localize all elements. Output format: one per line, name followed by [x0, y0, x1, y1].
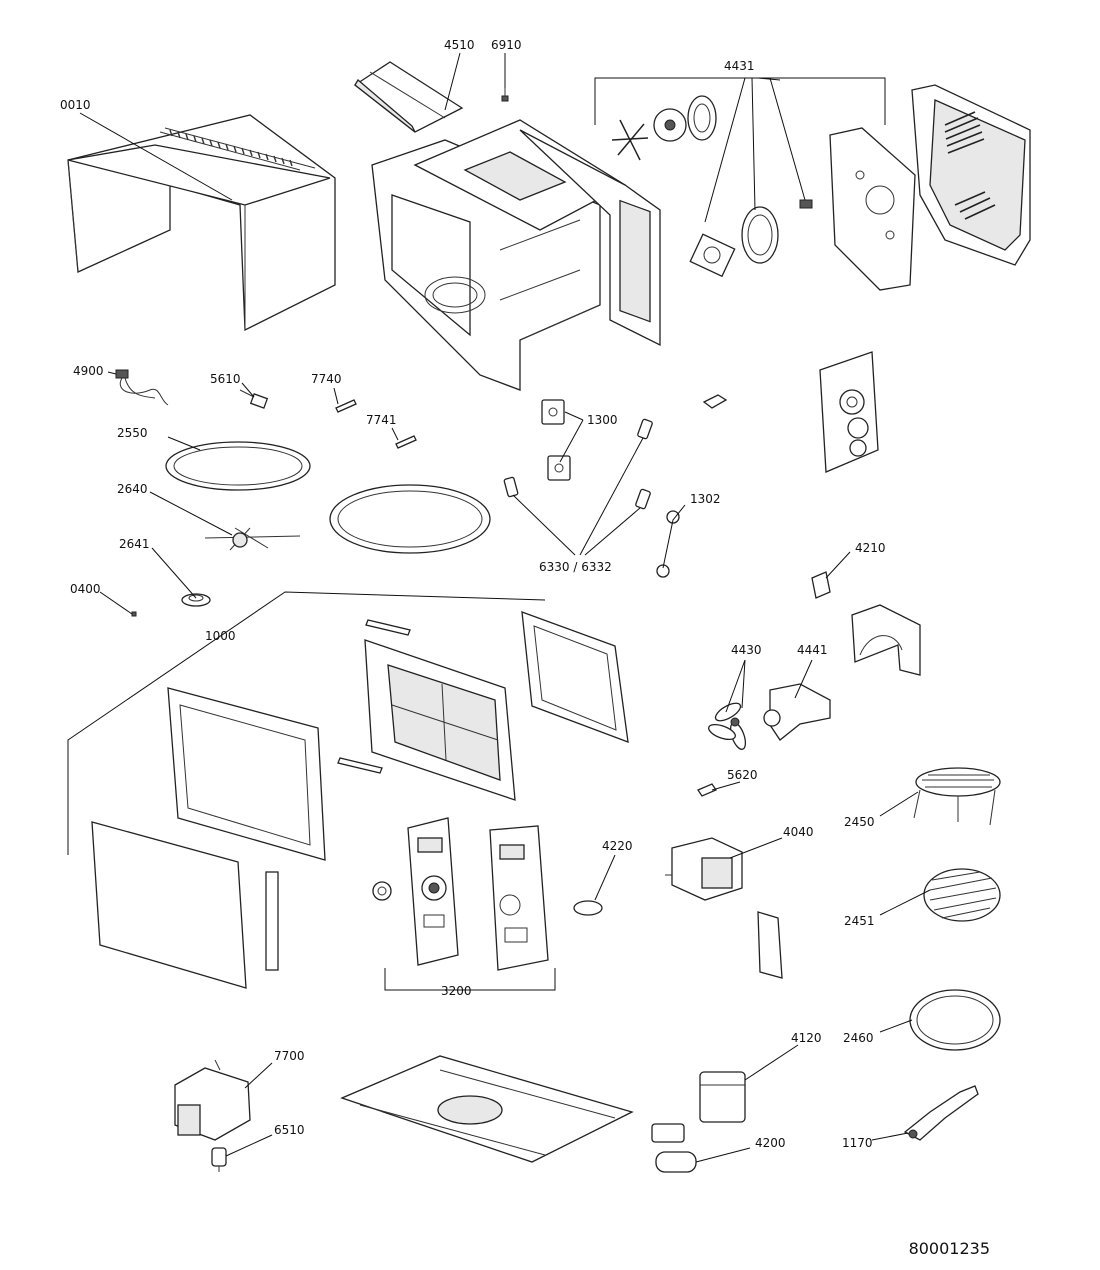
label-2640: 2640: [117, 482, 148, 496]
switch-5610-drawing: [239, 389, 269, 409]
high-rack-drawing: [913, 767, 1001, 826]
label-2450: 2450: [844, 815, 875, 829]
bracket-7740-drawing: [335, 399, 357, 413]
door-inner-frame-drawing: [521, 611, 629, 743]
label-2460: 2460: [843, 1031, 874, 1045]
coupler-drawing: [181, 593, 211, 607]
screw-6910-drawing: [501, 88, 509, 102]
clip-drawing: [702, 394, 728, 409]
air-duct-drawing: [851, 604, 921, 676]
label-1000: 1000: [205, 629, 236, 643]
label-2451: 2451: [844, 914, 875, 928]
magnetron-drawing: [819, 351, 879, 473]
heater-plate-drawing: [829, 127, 916, 291]
label-0010: 0010: [60, 98, 91, 112]
control-panel-front-drawing: [407, 817, 459, 966]
label-2641: 2641: [119, 537, 150, 551]
label-7741: 7741: [366, 413, 397, 427]
waveguide-cover-drawing: [353, 61, 464, 133]
fan-motor-drawing: [763, 683, 831, 741]
label-4430: 4430: [731, 643, 762, 657]
bracket-7741-drawing: [395, 435, 417, 449]
part-4220-drawing: [573, 900, 603, 916]
crisp-plate-drawing: [909, 989, 1001, 1051]
label-4510: 4510: [444, 38, 475, 52]
label-4200: 4200: [755, 1136, 786, 1150]
door-choke-frame-drawing: [337, 619, 516, 801]
label-2550: 2550: [117, 426, 148, 440]
shield-plate-drawing: [757, 911, 783, 979]
label-5610: 5610: [210, 372, 241, 386]
hook-1170-drawing: [903, 1085, 979, 1141]
door-glass-panel-drawing: [91, 821, 247, 989]
roller-ring-drawing: [165, 441, 311, 491]
leader-lines: [67, 52, 931, 1163]
label-4220: 4220: [602, 839, 633, 853]
fuse-holders-drawing: [503, 418, 653, 510]
turntable-motor-drawing: [174, 1059, 251, 1141]
grill-housing-drawing: [911, 84, 1031, 266]
label-6910: 6910: [491, 38, 522, 52]
door-outer-frame-drawing: [167, 687, 326, 861]
sensor-5620-drawing: [697, 783, 717, 797]
wire-harness-drawing: [115, 369, 169, 406]
fan-blade-drawing: [708, 702, 747, 750]
label-4441: 4441: [797, 643, 828, 657]
control-panel-board-drawing: [489, 825, 549, 971]
label-1170: 1170: [842, 1136, 873, 1150]
label-4900: 4900: [73, 364, 104, 378]
outer-cabinet-drawing: [67, 114, 336, 332]
oven-cavity-drawing: [371, 119, 661, 391]
door-handle-drawing: [265, 871, 279, 971]
document-number: 80001235: [908, 1239, 990, 1258]
screw-0400-drawing: [131, 611, 137, 617]
lamp-drawing: [211, 1147, 227, 1172]
label-5620: 5620: [727, 768, 758, 782]
label-3200: 3200: [441, 984, 472, 998]
label-1302: 1302: [690, 492, 721, 506]
roller-support-drawing: [204, 527, 301, 551]
label-1300: 1300: [587, 413, 618, 427]
low-rack-drawing: [923, 868, 1001, 922]
label-4120: 4120: [791, 1031, 822, 1045]
label-7700: 7700: [274, 1049, 305, 1063]
label-4431: 4431: [724, 59, 755, 73]
label-4040: 4040: [783, 825, 814, 839]
base-plate-drawing: [340, 1055, 634, 1163]
label-6330-6332: 6330 / 6332: [539, 560, 612, 574]
label-7740: 7740: [311, 372, 342, 386]
control-knob-ring-drawing: [372, 881, 392, 901]
transformer-drawing: [665, 837, 743, 901]
fan-motor-parts-drawing: [611, 95, 813, 278]
thermal-cutout-drawing: [656, 510, 680, 578]
bracket-4210-drawing: [811, 571, 831, 599]
capacitor-drawing: [651, 1123, 697, 1173]
hv-capacitor-drawing: [699, 1071, 746, 1123]
label-4210: 4210: [855, 541, 886, 555]
microswitch-1300-drawing: [541, 399, 571, 481]
label-6510: 6510: [274, 1123, 305, 1137]
label-0400: 0400: [70, 582, 101, 596]
turntable-ring-drawing: [329, 484, 491, 554]
